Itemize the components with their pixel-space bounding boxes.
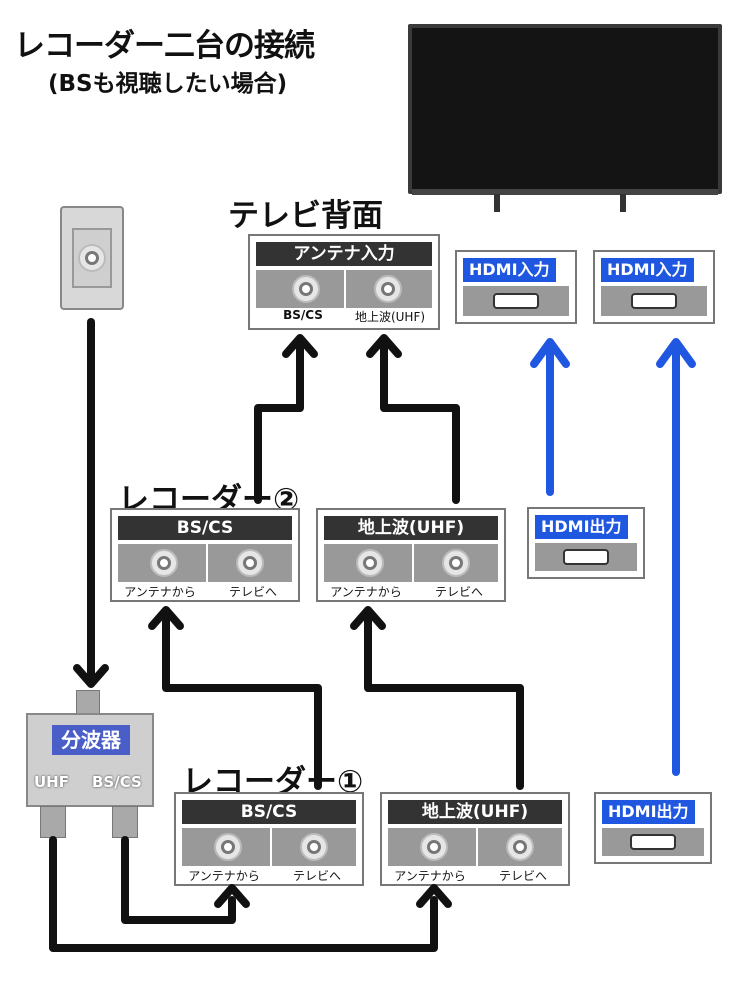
hdmi-input-2-label: HDMI入力 <box>601 258 694 282</box>
port-label: アンテナから <box>124 585 196 599</box>
recorder2-uhf-panel: 地上波(UHF) アンテナから テレビへ <box>316 508 506 602</box>
coax-port-icon <box>300 833 328 861</box>
port-label: テレビへ <box>228 585 277 599</box>
port-label: テレビへ <box>292 869 341 883</box>
cable-splitter-uhf-to-recorder1 <box>49 836 438 952</box>
arrowhead <box>350 606 386 630</box>
tv-bs-port-icon <box>292 275 320 303</box>
cable-recorder1-bs-to-recorder2 <box>162 614 322 790</box>
port-label: アンテナから <box>394 869 466 883</box>
recorder2-hdmi-output: HDMI出力 <box>527 507 645 579</box>
coax-port-icon <box>506 833 534 861</box>
cable-recorder2-bs-to-tv <box>254 342 304 504</box>
page-subtitle: (BSも視聴したい場合) <box>48 71 288 97</box>
tv-antenna-header: アンテナ入力 <box>256 242 432 266</box>
arrowhead <box>282 334 318 358</box>
tv-uhf-port-icon <box>374 275 402 303</box>
port-label: アンテナから <box>330 585 402 599</box>
port-label: テレビへ <box>434 585 483 599</box>
tv-hdmi-input-1: HDMI入力 <box>455 250 577 324</box>
recorder2-uhf-header: 地上波(UHF) <box>324 516 498 540</box>
coax-port-icon <box>150 549 178 577</box>
recorder1-hdmi-output: HDMI出力 <box>594 792 712 864</box>
recorder1-hdmi-label: HDMI出力 <box>602 800 695 824</box>
antenna-wall-outlet <box>60 206 124 310</box>
tv-bs-port-label: BS/CS <box>283 308 323 322</box>
page-title: レコーダー二台の接続 <box>14 28 315 64</box>
splitter-bs-label: BS/CS <box>92 773 142 791</box>
port-label: テレビへ <box>498 869 547 883</box>
coax-port-icon <box>356 549 384 577</box>
tv-leg-left <box>494 194 500 212</box>
cable-recorder2-uhf-to-tv <box>380 342 460 504</box>
hdmi-port-icon <box>630 834 676 850</box>
arrowhead <box>148 606 184 630</box>
coax-port-icon <box>236 549 264 577</box>
recorder1-bs-header: BS/CS <box>182 800 356 824</box>
tv-hdmi-input-2: HDMI入力 <box>593 250 715 324</box>
arrowhead <box>530 338 570 368</box>
arrowhead <box>656 338 696 368</box>
tv-back-label: テレビ背面 <box>228 198 383 234</box>
outlet-port-icon <box>78 244 106 272</box>
recorder1-uhf-panel: 地上波(UHF) アンテナから テレビへ <box>380 792 570 886</box>
splitter-uhf-label: UHF <box>34 773 69 791</box>
hdmi-port-icon <box>493 293 539 309</box>
splitter-uhf-connector <box>40 806 66 838</box>
coax-port-icon <box>214 833 242 861</box>
recorder1-bs-panel: BS/CS アンテナから テレビへ <box>174 792 364 886</box>
cable-recorder1-uhf-to-recorder2 <box>364 614 524 790</box>
tv-antenna-input-panel: アンテナ入力 BS/CS 地上波(UHF) <box>248 234 440 330</box>
tv-leg-right <box>620 194 626 212</box>
recorder2-bs-header: BS/CS <box>118 516 292 540</box>
coax-port-icon <box>420 833 448 861</box>
hdmi-input-1-label: HDMI入力 <box>463 258 556 282</box>
recorder2-hdmi-label: HDMI出力 <box>535 515 628 539</box>
coax-port-icon <box>442 549 470 577</box>
hdmi-port-icon <box>563 549 609 565</box>
tv-uhf-port-label: 地上波(UHF) <box>354 310 426 324</box>
recorder1-uhf-header: 地上波(UHF) <box>388 800 562 824</box>
arrowhead <box>366 334 402 358</box>
hdmi-port-icon <box>631 293 677 309</box>
tv-base <box>412 189 718 195</box>
recorder2-bs-panel: BS/CS アンテナから テレビへ <box>110 508 300 602</box>
arrowhead <box>73 664 109 688</box>
port-label: アンテナから <box>188 869 260 883</box>
splitter-device: 分波器 UHF BS/CS <box>26 713 154 807</box>
arrowhead <box>214 884 250 908</box>
arrowhead <box>416 884 452 908</box>
splitter-title: 分波器 <box>52 725 130 755</box>
cable-splitter-bs-to-recorder1 <box>121 836 236 924</box>
